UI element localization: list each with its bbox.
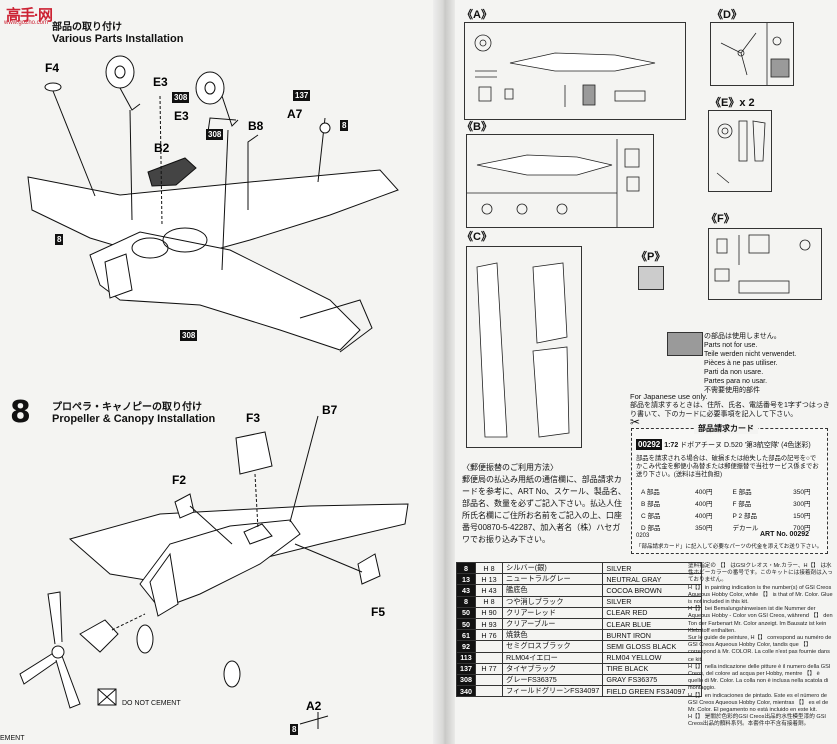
not-for-use-zh: 不需要使用的部件 (704, 387, 760, 394)
not-for-use-swatch (667, 332, 703, 356)
code-8-b: 8 (55, 234, 64, 245)
sprue-b-frame (466, 134, 654, 228)
step8-header: プロペラ・キャノピーの取り付け Propeller & Canopy Insta… (52, 398, 215, 425)
order-card-code: 0203 (636, 533, 650, 539)
callout-f4: F4 (45, 61, 59, 75)
code-137: 137 (293, 90, 311, 101)
step7-header: 部品の取り付け Various Parts Installation (52, 18, 183, 45)
watermark-logo: 高手·网 (6, 7, 53, 24)
sprue-d-frame (710, 22, 794, 86)
code-308-a: 308 (172, 92, 190, 103)
step7-aircraft-drawing: F4 E3 E3 B2 B8 A7 (27, 55, 399, 353)
sprue-c-label: 《C》 (462, 231, 492, 243)
step8-aircraft-drawing: F3 B7 F2 F5 A2 (19, 403, 409, 729)
callout-f2: F2 (172, 473, 186, 487)
code-308-c: 308 (180, 330, 198, 341)
paint-note-jp: 塗料指定の 【】 はGSIクレオス・Mr.カラー、H【】 は水性ホビーカラーの番… (688, 563, 833, 584)
sprue-b-label: 《B》 (462, 121, 492, 133)
order-card-kit-name: ドボアチーヌ D.520 '第3航空隊' (4色迷彩) (680, 442, 811, 449)
callout-b7: B7 (322, 403, 338, 417)
code-308-b: 308 (206, 129, 224, 140)
step8-jp-title: プロペラ・キャノピーの取り付け (52, 402, 202, 413)
callout-f3: F3 (246, 411, 260, 425)
order-card-kit-row: 00292 1:72 ドボアチーヌ D.520 '第3航空隊' (4色迷彩) (636, 439, 811, 450)
not-for-use-legend: の部品は使用しません。 Parts not for use. Teile wer… (704, 332, 796, 395)
japan-only-jp: 部品を請求するときは、住所、氏名、電話番号を1字ずつはっきり書いて、下のカードに… (630, 402, 830, 418)
order-card-art-no: ART No. 00292 (760, 531, 810, 538)
watermark-url: www.go2ho.com (4, 20, 49, 26)
not-for-use-fr: Pièces à ne pas utiliser. (704, 360, 778, 367)
postal-note-title: 〈郵便振替のご利用方法〉 (462, 463, 558, 472)
sprue-e-frame (708, 110, 772, 192)
sprue-f-frame (708, 228, 822, 300)
do-not-cement-label: DO NOT CEMENT (122, 700, 181, 707)
paint-note-fr: Sur le guide de peinture, H【】 correspond… (688, 635, 832, 663)
japan-only-en: For Japanese use only. (630, 392, 708, 401)
order-card-body: 部品を請求される場合は、破損または紛失した部品の記号を○でかこみ代金を郵便小為替… (636, 455, 819, 478)
sprue-a-label: 《A》 (462, 9, 492, 21)
step7-en-title: Various Parts Installation (52, 33, 184, 45)
japan-only-note: For Japanese use only. 部品を請求するときは、住所、氏名、… (630, 392, 830, 419)
not-for-use-de: Teile werden nicht verwendet. (704, 351, 797, 358)
callout-f5: F5 (371, 605, 385, 619)
paint-note-en: H【】 in painting indication is the number… (688, 584, 833, 606)
paint-note-it: H【】 nella indicazione delle pitture è il… (688, 663, 831, 692)
step8-en-title: Propeller & Canopy Installation (52, 413, 216, 425)
step7-jp-title: 部品の取り付け (52, 22, 122, 33)
postal-note-body: 郵便局の払込み用紙の通信欄に、部品請求カードを参考に、ART No、スケール、製… (462, 475, 626, 544)
step8-number: 8 (10, 395, 31, 430)
not-for-use-es: Partes para no usar. (704, 378, 768, 385)
sprue-p-label: 《P》 (636, 251, 666, 263)
cement-cut-label: EMENT (0, 735, 25, 742)
callout-b8: B8 (248, 119, 264, 133)
not-for-use-en: Parts not for use. (704, 342, 758, 349)
callout-e3-a: E3 (153, 75, 168, 89)
not-for-use-jp: の部品は使用しません。 (704, 333, 781, 340)
paint-note-zh: H【】 是關於色彩的GSI Creos出品的水性模型漆的 GSI Creos出品… (688, 714, 826, 728)
callout-e3-b: E3 (174, 109, 189, 123)
callout-a7: A7 (287, 107, 303, 121)
scissors-icon: ✂ (630, 415, 641, 429)
not-for-use-it: Parti da non usare. (704, 369, 764, 376)
page-fold (433, 0, 455, 744)
paint-language-notes: 塗料指定の 【】 はGSIクレオス・Mr.カラー、H【】 は水性ホビーカラーの番… (688, 563, 834, 729)
order-card-title: 部品請求カード (694, 423, 758, 434)
sprue-p-frame (638, 266, 664, 290)
paint-note-es: H【】 en indicaciones de pintado. Este es … (688, 692, 829, 714)
callout-a2: A2 (306, 699, 322, 713)
sprue-d-label: 《D》 (712, 9, 742, 21)
order-card-kit-no: 00292 (636, 439, 663, 450)
code-8-a: 8 (340, 120, 349, 131)
parts-order-card: 部品請求カード 00292 1:72 ドボアチーヌ D.520 '第3航空隊' … (631, 423, 828, 554)
paint-note-de: H【】 bei Bemalungshinweisen ist die Numme… (688, 606, 833, 634)
order-card-footer: 「部品請求カード」に記入して必要なパーツの代金を添えてお送り下さい。 (636, 544, 823, 550)
code-8-step8: 8 (290, 724, 299, 735)
callout-b2: B2 (154, 141, 170, 155)
order-card-scale: 1:72 (664, 442, 679, 449)
postal-note: 〈郵便振替のご利用方法〉 郵便局の払込み用紙の通信欄に、部品請求カードを参考に、… (462, 462, 628, 546)
sprue-c-frame (466, 246, 582, 448)
sprue-a-frame (464, 22, 686, 120)
sprue-e-label: 《E》x 2 (710, 97, 755, 109)
sprue-f-label: 《F》 (706, 213, 735, 225)
